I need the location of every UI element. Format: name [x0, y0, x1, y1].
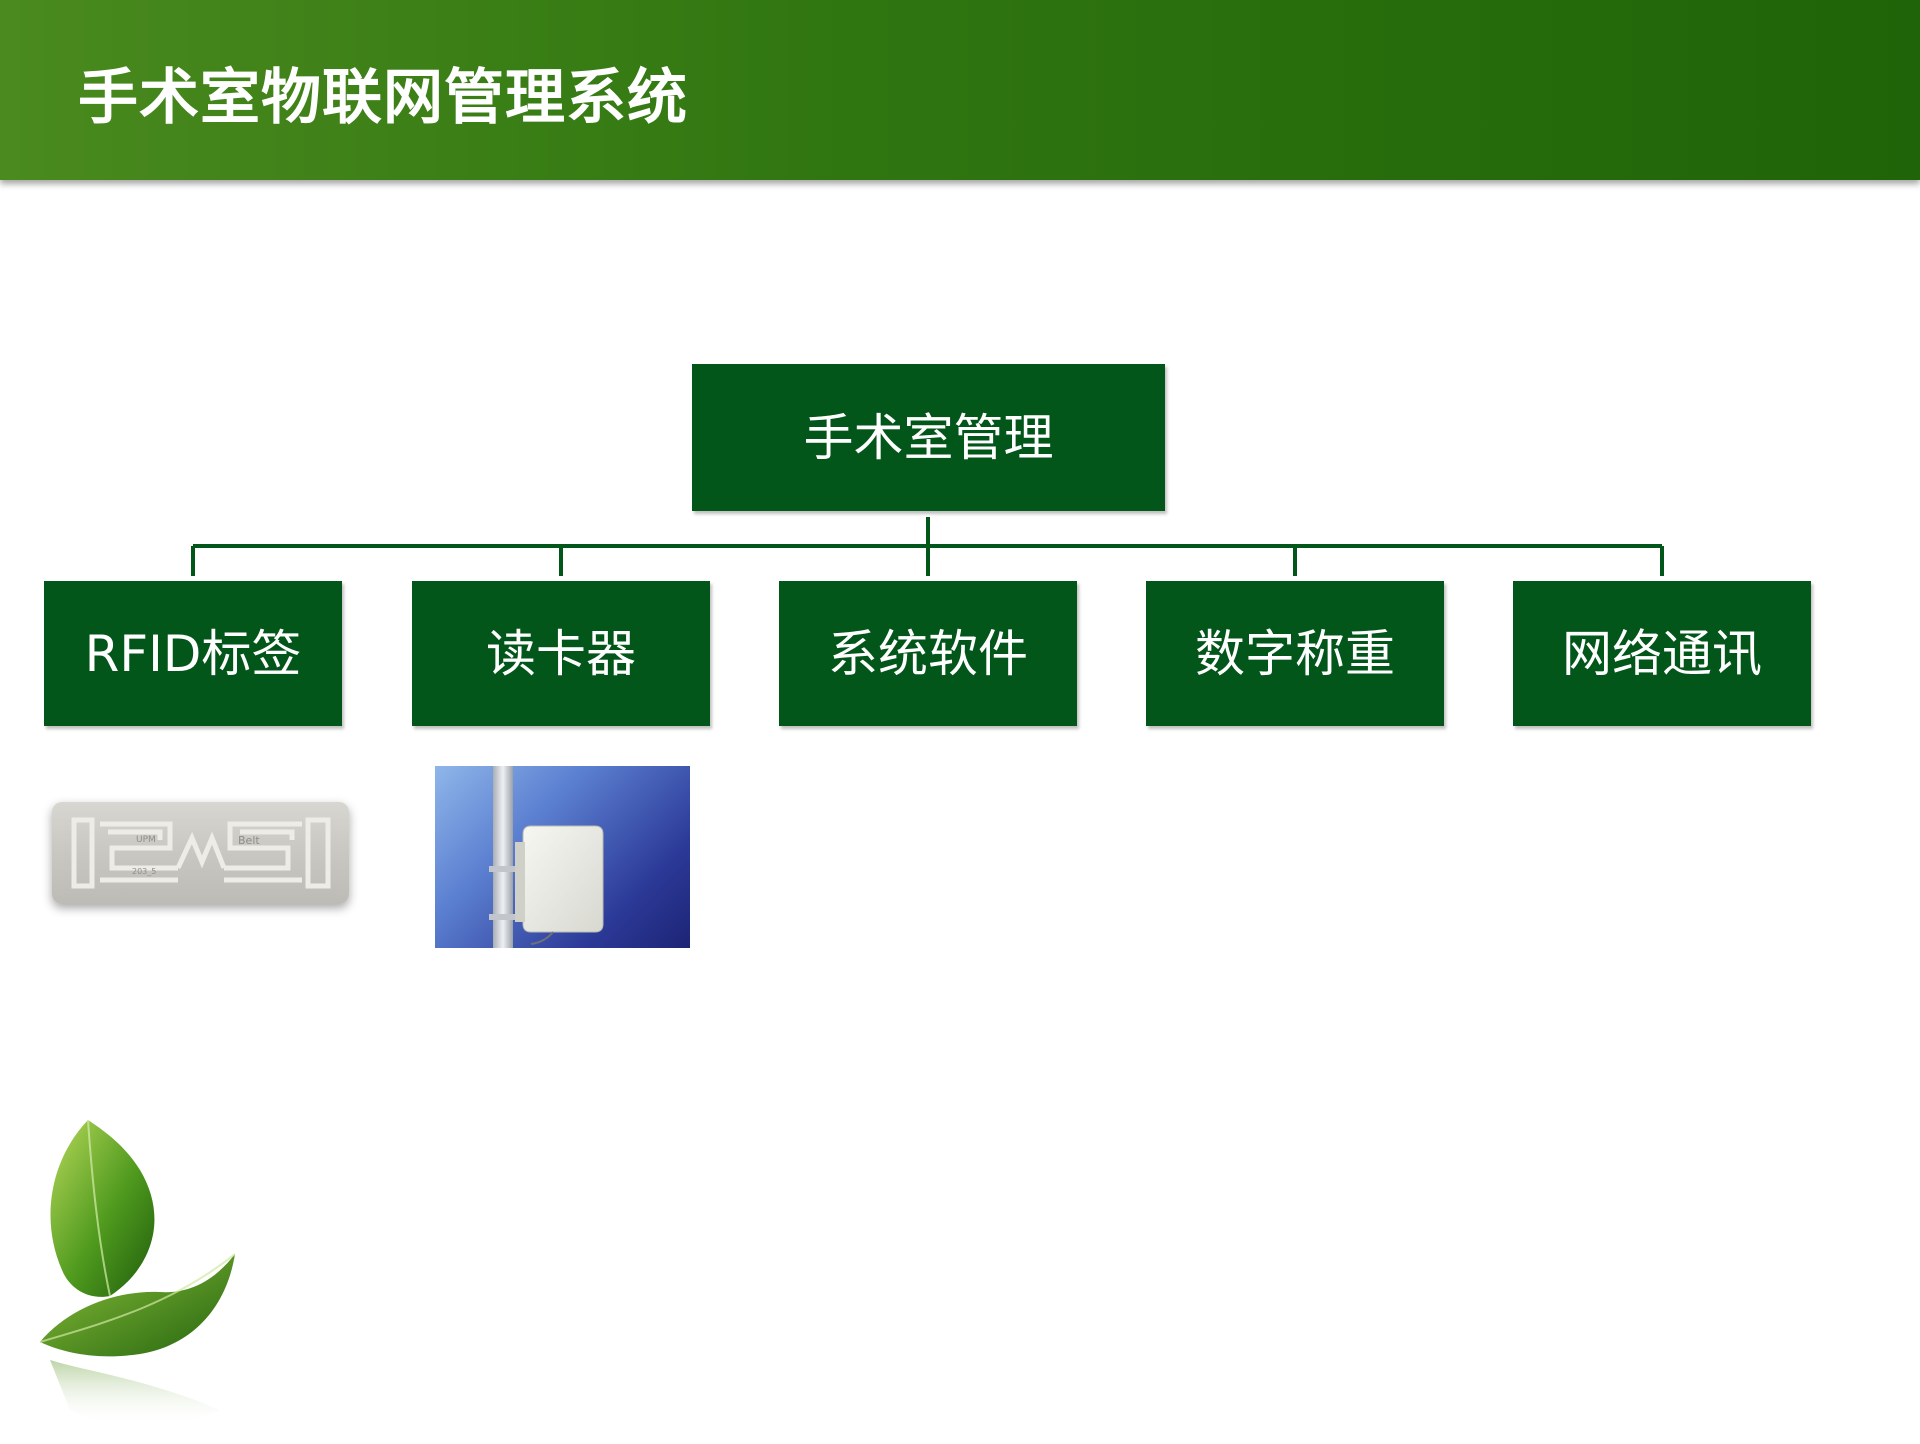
pole-icon [493, 766, 513, 948]
org-node-label: 网络通讯 [1562, 624, 1762, 683]
org-node-network: 网络通讯 [1513, 581, 1811, 726]
title-bar: 手术室物联网管理系统 [0, 0, 1920, 180]
leaf-upper-icon [50, 1120, 155, 1297]
rfid-tag-text-code: 203_5 [132, 867, 156, 876]
slide-title: 手术室物联网管理系统 [78, 63, 688, 133]
org-node-root-label: 手术室管理 [803, 408, 1054, 467]
org-node-rfid-tag: RFID标签 [44, 581, 342, 726]
org-node-root: 手术室管理 [692, 364, 1165, 511]
org-node-label: 系统软件 [828, 624, 1028, 683]
green-leaf-image [30, 1110, 250, 1444]
antenna-panel-icon [522, 825, 604, 933]
org-node-label: RFID标签 [84, 624, 302, 683]
leaf-lower-icon [40, 1254, 235, 1357]
rfid-tag-image: UPM Belt 203_5 [52, 802, 349, 904]
org-node-label: 读卡器 [486, 624, 636, 683]
rfid-antenna-pattern-icon: UPM Belt 203_5 [71, 817, 331, 889]
rfid-tag-text-belt: Belt [238, 834, 260, 847]
org-node-software: 系统软件 [779, 581, 1077, 726]
org-node-label: 数字称重 [1195, 624, 1395, 683]
org-node-reader: 读卡器 [412, 581, 710, 726]
rfid-tag-text-upm: UPM [136, 835, 156, 845]
rfid-reader-antenna-image [435, 766, 690, 948]
org-node-weighing: 数字称重 [1146, 581, 1444, 726]
